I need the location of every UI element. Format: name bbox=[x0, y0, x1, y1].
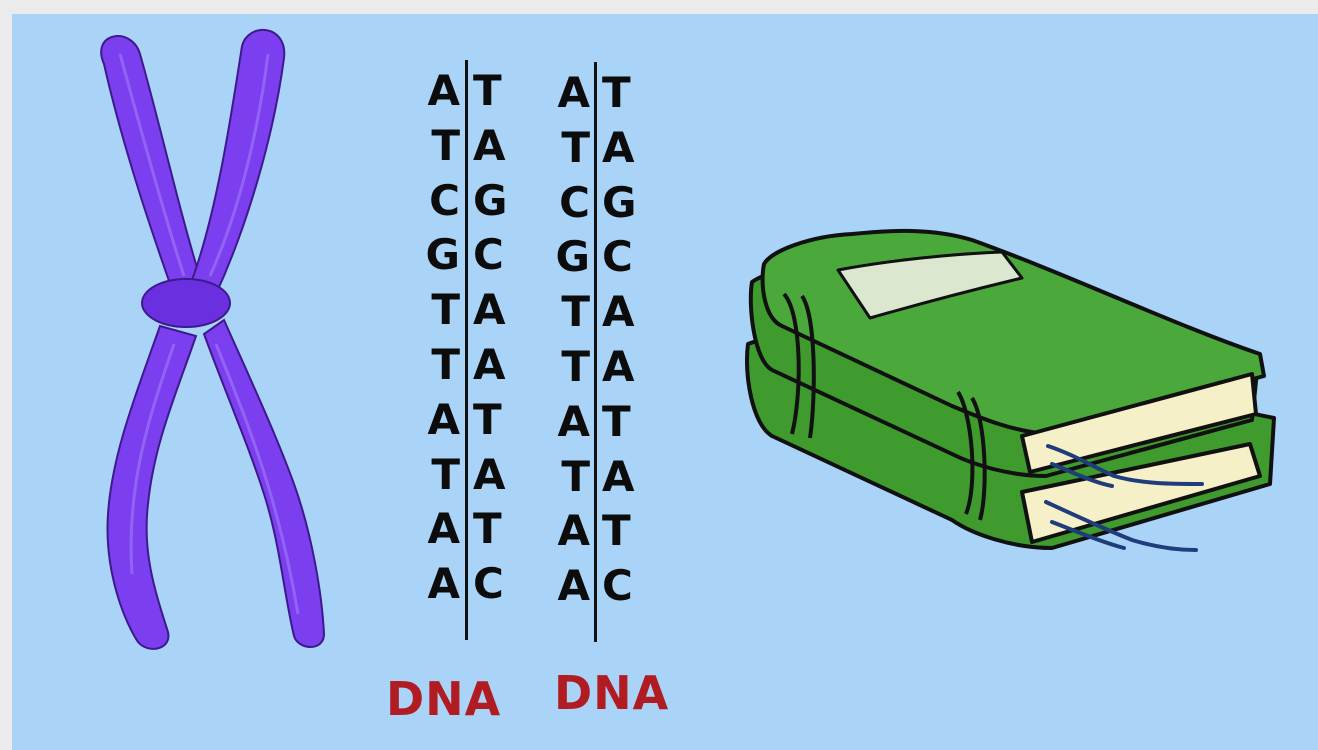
base: T bbox=[473, 393, 529, 448]
base: A bbox=[473, 448, 529, 503]
base: C bbox=[473, 557, 529, 612]
base: G bbox=[602, 176, 658, 231]
base: A bbox=[404, 502, 460, 557]
base: A bbox=[404, 393, 460, 448]
base: T bbox=[404, 448, 460, 503]
base: A bbox=[602, 121, 658, 176]
base: T bbox=[534, 285, 590, 340]
base: T bbox=[473, 64, 529, 119]
base: A bbox=[602, 450, 658, 505]
figure-panel: A T C G T T A T A A T A G C A A T A T C … bbox=[12, 14, 1318, 750]
base: C bbox=[404, 174, 460, 229]
base: C bbox=[534, 176, 590, 231]
base: A bbox=[404, 64, 460, 119]
base: C bbox=[602, 559, 658, 614]
book-stack-icon bbox=[12, 14, 1318, 750]
base: A bbox=[534, 66, 590, 121]
base: T bbox=[534, 450, 590, 505]
base: T bbox=[404, 283, 460, 338]
base: A bbox=[473, 119, 529, 174]
base: C bbox=[473, 228, 529, 283]
base: T bbox=[404, 119, 460, 174]
base: A bbox=[534, 395, 590, 450]
dna-strand-1a: A T C G T T A T A A bbox=[404, 64, 460, 612]
base: T bbox=[602, 395, 658, 450]
base: A bbox=[473, 338, 529, 393]
dna-backbone-1 bbox=[465, 60, 468, 640]
base: T bbox=[534, 121, 590, 176]
base: G bbox=[404, 228, 460, 283]
dna-strand-2b: T A G C A A T A T C bbox=[602, 66, 658, 614]
base: T bbox=[473, 502, 529, 557]
base: A bbox=[404, 557, 460, 612]
base: T bbox=[602, 66, 658, 121]
base: A bbox=[602, 285, 658, 340]
base: T bbox=[404, 338, 460, 393]
dna-strand-1b: T A G C A A T A T C bbox=[473, 64, 529, 612]
base: A bbox=[602, 340, 658, 395]
base: A bbox=[534, 504, 590, 559]
dna-label-2: DNA bbox=[554, 666, 669, 720]
base: A bbox=[534, 559, 590, 614]
base: A bbox=[473, 283, 529, 338]
base: T bbox=[602, 504, 658, 559]
base: G bbox=[473, 174, 529, 229]
base: G bbox=[534, 230, 590, 285]
dna-strand-2a: A T C G T T A T A A bbox=[534, 66, 590, 614]
base: T bbox=[534, 340, 590, 395]
base: C bbox=[602, 230, 658, 285]
dna-label-1: DNA bbox=[386, 672, 501, 726]
dna-backbone-2 bbox=[594, 62, 597, 642]
